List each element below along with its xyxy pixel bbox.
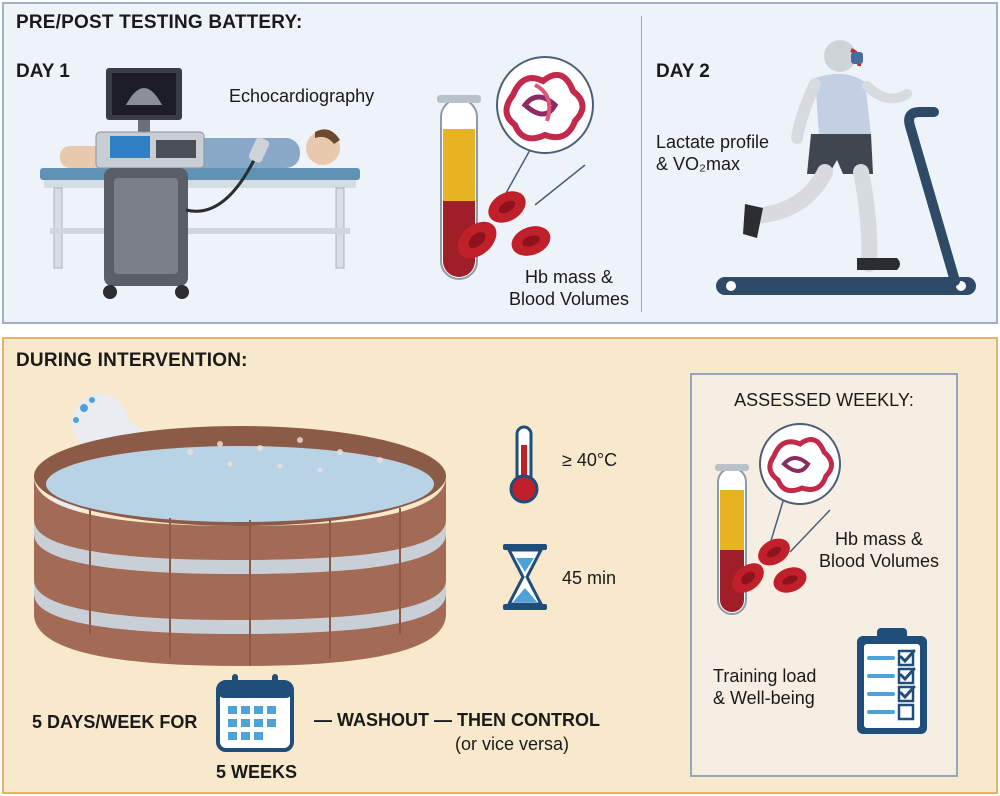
temperature-label: ≥ 40°C [562, 450, 618, 470]
hot-tub-illustration [34, 394, 446, 666]
day2-heading: DAY 2 [656, 61, 710, 82]
hourglass-icon [503, 544, 547, 610]
weekly-blood-label: Hb mass & Blood Volumes [818, 529, 940, 571]
runner [743, 40, 912, 272]
frequency-label: 5 DAYS/WEEK FOR [32, 712, 198, 732]
treadmill [716, 107, 976, 295]
red-blood-cells [457, 191, 551, 259]
blood-tube-day1 [437, 95, 481, 280]
washout-label: — WASHOUT — THEN CONTROL [314, 710, 600, 730]
vice-versa-label: (or vice versa) [455, 734, 570, 754]
ultrasound-machine [95, 68, 270, 299]
exam-bed [40, 168, 360, 269]
steam-bubbles [187, 437, 383, 473]
day-divider [641, 16, 642, 312]
echocardiography-label: Echocardiography [229, 86, 375, 106]
tub [34, 426, 446, 666]
weekly-blood-sample [715, 423, 841, 615]
duration-label: 45 min [562, 568, 617, 588]
day1-blood-label: Hb mass & Blood Volumes [508, 267, 630, 309]
clipboard-checklist-icon [857, 628, 927, 734]
assessed-weekly-heading: ASSESSED WEEKLY: [734, 390, 914, 410]
weekly-hb-molecule-circle [759, 423, 841, 553]
weekly-red-blood-cells [732, 538, 807, 593]
echocardiography-illustration [40, 68, 360, 299]
during-intervention-title: DURING INTERVENTION: [16, 350, 248, 371]
pre-post-title: PRE/POST TESTING BATTERY: [16, 12, 303, 33]
treadmill-runner-illustration [716, 40, 976, 295]
hb-molecule-circle [496, 56, 594, 206]
day1-heading: DAY 1 [16, 61, 70, 82]
weeks-label: 5 WEEKS [216, 762, 298, 782]
day1-blood-sample [437, 56, 594, 280]
training-wellbeing-label: Training load & Well-being [713, 666, 817, 708]
thermometer-icon [509, 425, 539, 504]
lactate-vo2max-label: Lactate profile & VO₂max [656, 132, 770, 174]
calendar-icon [216, 674, 294, 752]
